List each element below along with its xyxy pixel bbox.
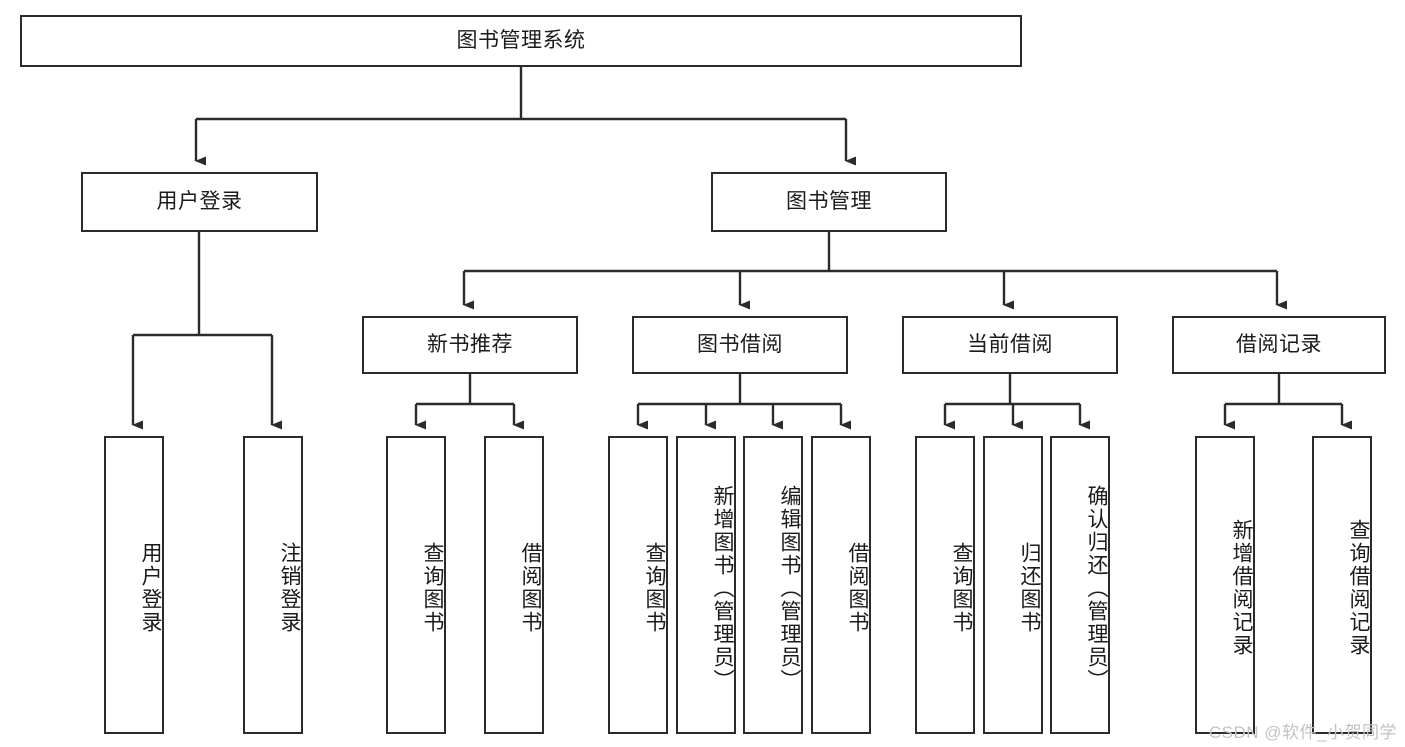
node-leaf-query-book-borrow[interactable]: 查询图书 [608,436,668,734]
node-leaf-add-borrow-record[interactable]: 新增借阅记录 [1195,436,1255,734]
node-borrow-record[interactable]: 借阅记录 [1172,316,1386,374]
node-label: 查询借阅记录 [1347,519,1370,657]
node-label: 新书推荐 [427,332,513,356]
edges-root-to-level2 [194,67,856,166]
node-label: 借阅记录 [1236,332,1322,356]
node-label: 注销登录 [278,542,301,634]
node-label: 用户登录 [156,189,243,213]
node-label: 查询图书 [950,542,973,634]
node-label: 新增图书（管理员） [711,484,734,692]
edges-newbookrec-to-leaves [414,374,524,430]
node-label: 用户登录 [139,542,162,634]
node-new-book-recommend[interactable]: 新书推荐 [362,316,578,374]
node-root-system[interactable]: 图书管理系统 [20,15,1022,67]
node-leaf-borrow-book[interactable]: 借阅图书 [811,436,871,734]
edges-currentborrow-to-leaves [943,374,1090,430]
node-leaf-confirm-return-admin[interactable]: 确认归还（管理员） [1050,436,1110,734]
node-label: 当前借阅 [967,332,1053,356]
node-leaf-borrow-book-recommend[interactable]: 借阅图书 [484,436,544,734]
node-leaf-edit-book-admin[interactable]: 编辑图书（管理员） [743,436,803,734]
node-leaf-add-book-admin[interactable]: 新增图书（管理员） [676,436,736,734]
node-label: 图书管理 [786,189,872,213]
edges-userlogin-to-leaves [131,232,282,430]
node-user-login[interactable]: 用户登录 [81,172,318,232]
node-label: 编辑图书（管理员） [778,484,801,692]
node-leaf-logout[interactable]: 注销登录 [243,436,303,734]
node-current-borrow[interactable]: 当前借阅 [902,316,1118,374]
node-label: 确认归还（管理员） [1085,484,1108,692]
edges-bookborrow-to-leaves [636,374,851,430]
node-book-manage[interactable]: 图书管理 [711,172,947,232]
node-label: 新增借阅记录 [1230,519,1253,657]
node-label: 查询图书 [421,542,444,634]
node-leaf-query-book-recommend[interactable]: 查询图书 [386,436,446,734]
node-label: 归还图书 [1018,542,1041,634]
node-label: 借阅图书 [846,542,869,634]
node-label: 借阅图书 [519,542,542,634]
node-book-borrow[interactable]: 图书借阅 [632,316,848,374]
edges-borrowrecord-to-leaves [1223,374,1352,430]
node-label: 查询图书 [643,542,666,634]
node-leaf-return-book[interactable]: 归还图书 [983,436,1043,734]
node-leaf-query-book-current[interactable]: 查询图书 [915,436,975,734]
node-label: 图书借阅 [697,332,783,356]
node-leaf-user-login[interactable]: 用户登录 [104,436,164,734]
node-leaf-query-borrow-record[interactable]: 查询借阅记录 [1312,436,1372,734]
edges-bookmanage-to-level3 [462,232,1287,310]
node-label: 图书管理系统 [456,28,586,52]
